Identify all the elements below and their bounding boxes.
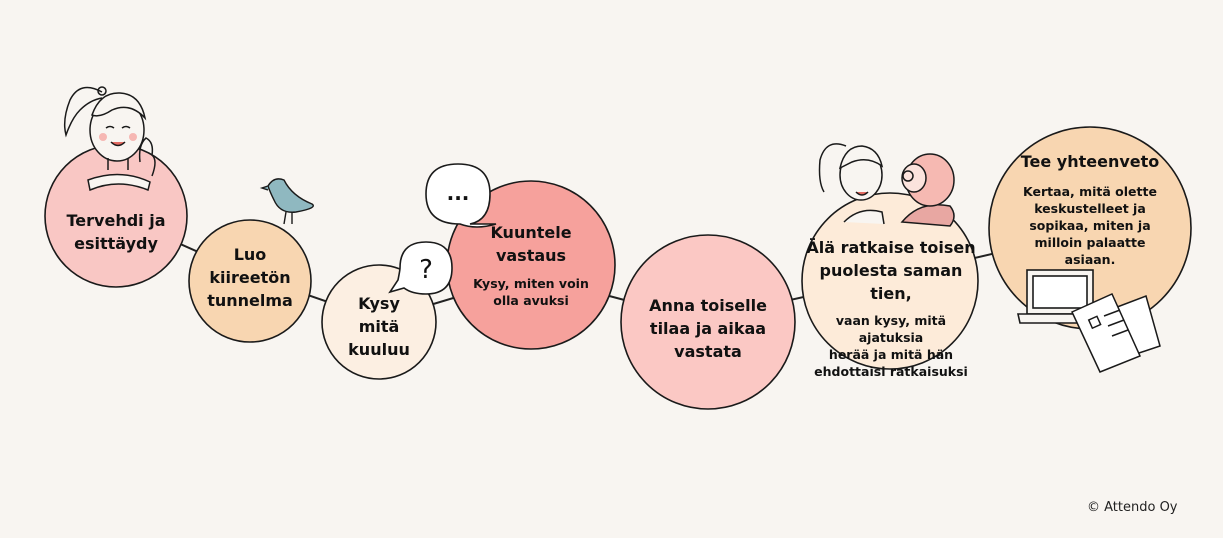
question-bubble-icon <box>388 241 453 295</box>
two-people-icon <box>818 143 955 227</box>
step-circle-2 <box>188 219 312 343</box>
question-mark: ? <box>419 255 433 285</box>
papers-icon <box>1070 293 1161 373</box>
step-circle-6 <box>801 192 979 370</box>
girl-waving-icon <box>63 86 156 192</box>
step-circle-3 <box>321 264 437 380</box>
copyright: © Attendo Oy <box>1087 500 1178 515</box>
step-circle-5 <box>620 234 796 410</box>
bird-icon <box>259 178 314 225</box>
step-7-title: Tee yhteenveto <box>1020 152 1160 171</box>
ellipsis-text: ... <box>447 181 470 205</box>
ellipsis-bubble-icon <box>425 163 497 228</box>
